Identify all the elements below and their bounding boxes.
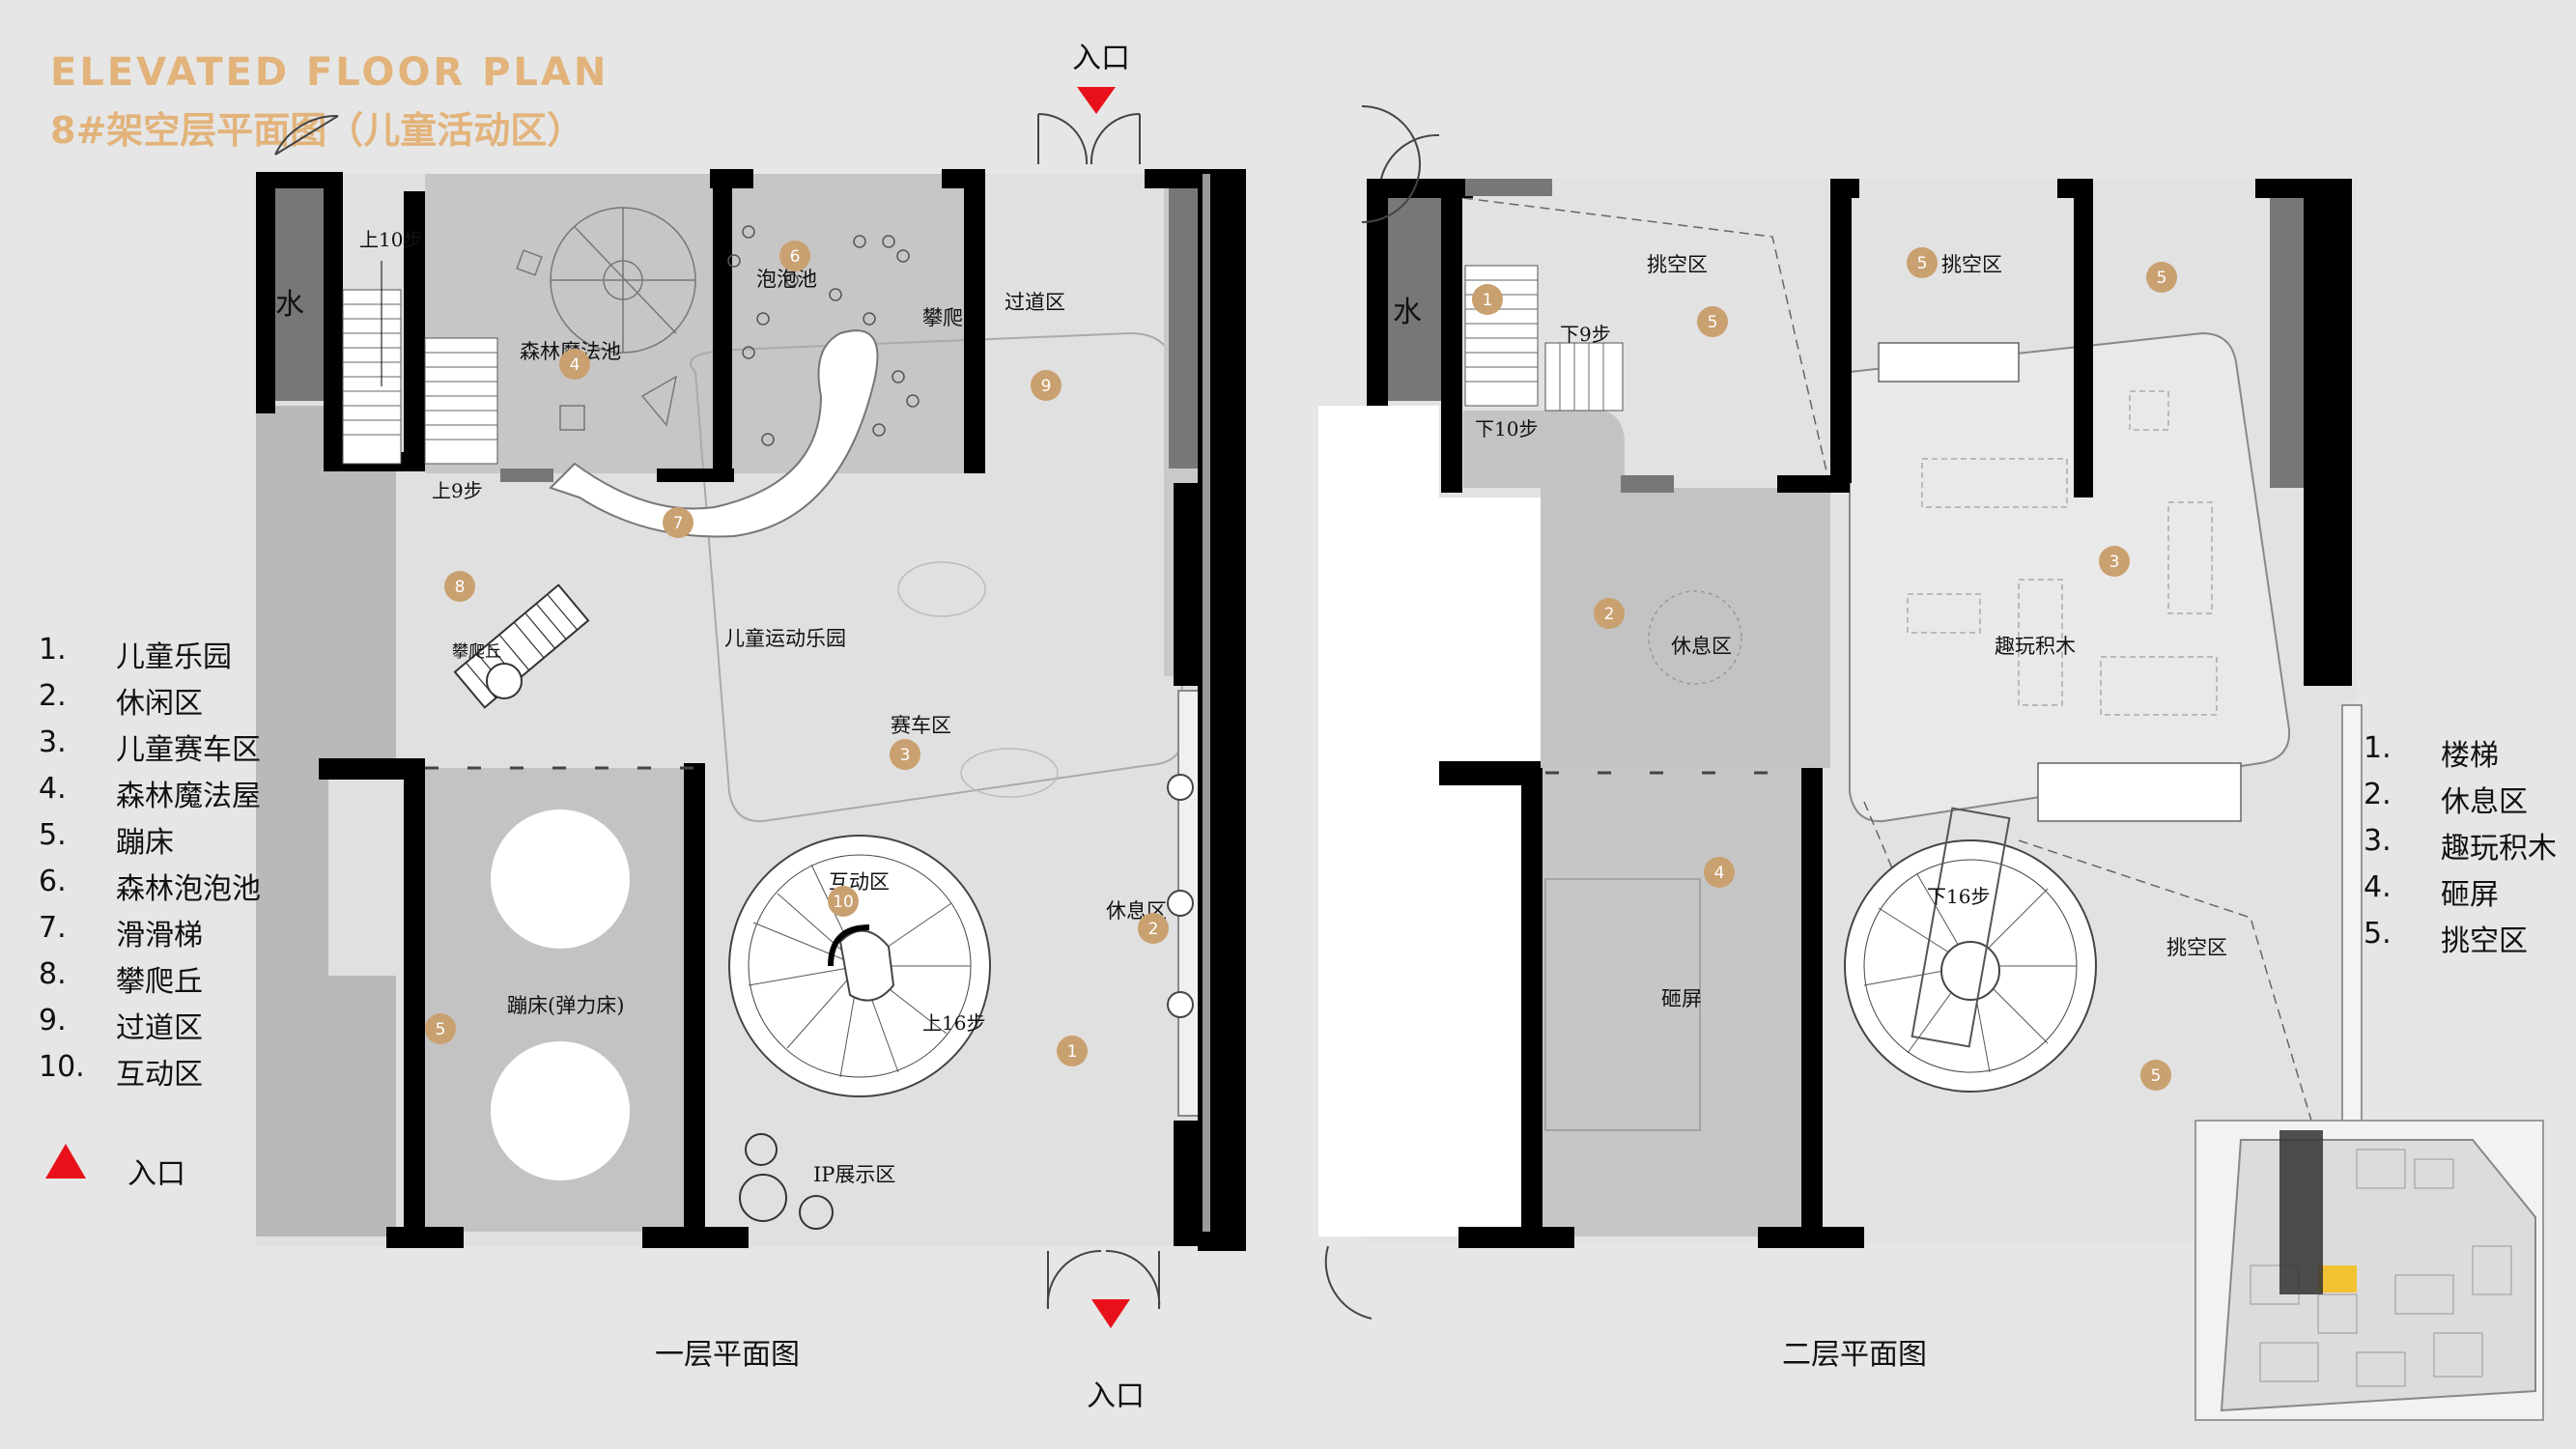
floor1-up10-label: 上10步	[359, 228, 423, 251]
legend-left-label: 儿童乐园	[116, 640, 232, 674]
legend-right-label: 楼梯	[2441, 739, 2499, 773]
title-english: ELEVATED FLOOR PLAN	[50, 50, 609, 95]
legend-right-label: 挑空区	[2441, 924, 2528, 958]
legend-left-num: 2.	[39, 679, 67, 713]
forest-house-label: 森林魔法池	[520, 340, 621, 363]
legend-left-label: 森林魔法屋	[116, 780, 261, 813]
legend-left-num: 1.	[39, 633, 67, 667]
smash-screen-outline	[1544, 878, 1701, 1131]
toy-blocks-platform	[1849, 331, 2291, 823]
floor2-left-white	[1318, 406, 1541, 1236]
caption-first-floor: 一层平面图	[655, 1338, 800, 1372]
floor1-window-circles	[1167, 774, 1194, 1018]
floor2-down10-label: 下10步	[1475, 417, 1539, 440]
legend-left-num: 7.	[39, 911, 67, 945]
floor2-void2-label: 挑空区	[1941, 253, 2002, 276]
floor2-rest-circle	[1648, 590, 1742, 685]
legend-left-label: 森林泡泡池	[116, 872, 261, 906]
legend-right-num: 4.	[2364, 870, 2392, 904]
ip-show-label: IP展示区	[813, 1163, 896, 1186]
rest-label: 休息区	[1106, 899, 1167, 923]
legend-right-label: 砸屏	[2441, 878, 2499, 912]
floor2-rest-label: 休息区	[1671, 635, 1732, 658]
entrance-bottom-label: 入口	[1087, 1379, 1145, 1413]
floor2-smash-label: 砸屏	[1661, 987, 1702, 1010]
playground-label: 儿童运动乐园	[724, 627, 846, 650]
slide	[549, 329, 879, 538]
legend-left-num: 10.	[39, 1050, 85, 1084]
floor2-blocks-label: 趣玩积木	[1995, 635, 2076, 658]
playground-shapes	[897, 561, 1059, 798]
trampoline-label: 蹦床(弹力床)	[507, 994, 625, 1017]
bubble-pool-label: 泡泡池	[756, 268, 817, 291]
legend-left-label: 过道区	[116, 1011, 203, 1045]
floor2-rest-area	[1463, 411, 1830, 768]
entrance-arrow-top	[1077, 87, 1116, 114]
race-label: 赛车区	[891, 714, 951, 737]
legend-left-num: 6.	[39, 865, 67, 898]
floor2-window-bay	[2341, 704, 2363, 1131]
legend-left-label: 滑滑梯	[116, 919, 203, 952]
legend-entrance-icon	[45, 1144, 86, 1179]
legend-left-label: 儿童赛车区	[116, 733, 261, 767]
toy-blocks-shapes	[1878, 342, 2242, 822]
up16-label: 上16步	[922, 1011, 986, 1035]
floor2-void1-label: 挑空区	[1647, 253, 1708, 276]
climbing-hill	[453, 583, 590, 709]
ip-show-circles	[739, 1133, 834, 1230]
floor2-down9-label: 下9步	[1560, 323, 1611, 346]
trampoline-circle-top	[491, 810, 630, 949]
floor1-plan	[256, 87, 1246, 1328]
interactive-label: 互动区	[829, 870, 890, 894]
legend-left-num: 5.	[39, 818, 67, 852]
floor2-partitions	[1388, 179, 2304, 493]
caption-second-floor: 二层平面图	[1782, 1338, 1927, 1372]
legend-right-label: 趣玩积木	[2441, 832, 2557, 866]
legend-right-num: 1.	[2364, 731, 2392, 765]
floor1-partitions	[275, 174, 1210, 1232]
legend-right-num: 5.	[2364, 917, 2392, 951]
floor2-spiral-stair	[1844, 807, 2097, 1093]
floor2-smash-area	[1541, 768, 1806, 1236]
site-key-plan	[2194, 1120, 2544, 1421]
climb-hill-label: 攀爬丘	[452, 642, 501, 662]
floor1-walls	[256, 169, 1246, 1251]
floor1-stairs-left	[342, 261, 498, 465]
legend-right-label: 休息区	[2441, 785, 2528, 819]
entrance-arrow-bottom	[1091, 1299, 1130, 1328]
floor2-void3-label: 挑空区	[2166, 936, 2227, 959]
corridor-label: 过道区	[1005, 291, 1065, 314]
entrance-top-label: 入口	[1072, 42, 1130, 75]
floor1-door-swings	[274, 113, 1161, 1310]
floor1-left-strip	[256, 406, 396, 1236]
title-chinese: 8#架空层平面图（儿童活动区）	[50, 109, 584, 152]
legend-left-num: 8.	[39, 957, 67, 991]
legend-right-num: 2.	[2364, 778, 2392, 811]
legend-left-label: 攀爬丘	[116, 965, 203, 999]
floor1-spiral-stair	[728, 835, 991, 1097]
floor1-up9-label: 上9步	[432, 479, 483, 502]
floor2-water-label: 水	[1393, 296, 1422, 329]
trampoline-circle-bottom	[491, 1041, 630, 1180]
legend-left-label: 互动区	[116, 1058, 203, 1092]
legend-left-num: 3.	[39, 725, 67, 759]
floor1-forest-rooms	[425, 174, 985, 473]
floor2-down16-label: 下16步	[1927, 885, 1991, 908]
legend-left-label: 蹦床	[116, 826, 174, 860]
bubble-pool-dots	[727, 225, 920, 446]
legend-left-label: 休闲区	[116, 687, 203, 721]
legend-right-num: 3.	[2364, 824, 2392, 858]
floor2-door-swings	[1324, 105, 1440, 1320]
legend-left-num: 4.	[39, 772, 67, 806]
climb-label: 攀爬	[922, 306, 963, 329]
legend-left-num: 9.	[39, 1004, 67, 1037]
forest-house-drawing	[516, 207, 696, 431]
legend-entrance-label: 入口	[127, 1157, 185, 1191]
floor1-water-label: 水	[275, 288, 304, 322]
